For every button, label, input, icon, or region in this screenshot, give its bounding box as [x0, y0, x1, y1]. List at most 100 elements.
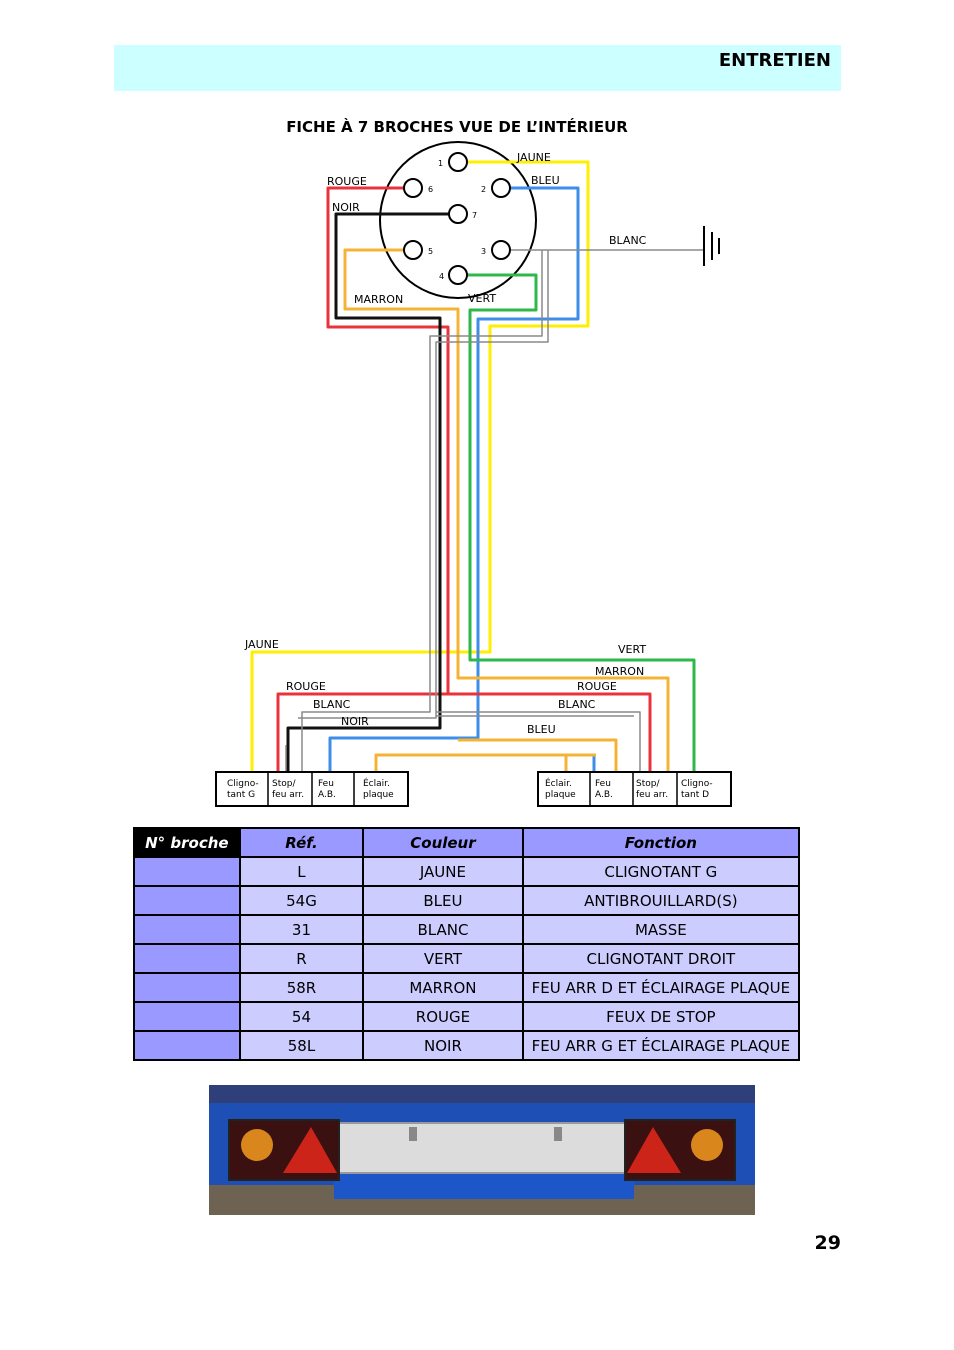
cell-pin — [133, 856, 241, 887]
table-row: L JAUNE CLIGNOTANT G — [133, 856, 801, 887]
right-box-1-line2: plaque — [545, 790, 576, 800]
wire-orange-right — [458, 738, 618, 772]
label-marron-right: MARRON — [595, 665, 644, 678]
cell-pin — [133, 885, 241, 916]
cell-color: NOIR — [362, 1030, 524, 1061]
pin-num-7: 7 — [472, 211, 477, 220]
cell-pin — [133, 943, 241, 974]
header-ref: Réf. — [238, 827, 365, 858]
left-box-3-line2: A.B. — [318, 790, 336, 800]
table-row: 31 BLANC MASSE — [133, 914, 801, 945]
cell-function: ANTIBROUILLARD(S) — [521, 885, 801, 916]
cell-pin — [133, 1001, 241, 1032]
table-row: 58R MARRON FEU ARR D ET ÉCLAIRAGE PLAQUE — [133, 972, 801, 1003]
pin-num-2: 2 — [481, 185, 486, 194]
label-noir-left: NOIR — [341, 715, 369, 728]
pin-2 — [491, 178, 511, 198]
cell-function: CLIGNOTANT G — [521, 856, 801, 887]
left-box-2-line2: feu arr. — [272, 790, 304, 800]
pin-1 — [448, 152, 468, 172]
cell-pin — [133, 914, 241, 945]
right-box-2-line2: A.B. — [595, 790, 613, 800]
wire-orange-left — [374, 753, 478, 772]
wire-green — [458, 273, 696, 772]
table-row: 54 ROUGE FEUX DE STOP — [133, 1001, 801, 1032]
label-bleu-top: BLEU — [531, 174, 560, 187]
right-box-3-line2: feu arr. — [636, 790, 668, 800]
section-title: ENTRETIEN — [718, 50, 831, 71]
left-lamp-boxes: Cligno- tant G Stop/ feu arr. Feu A.B. É… — [215, 771, 409, 807]
wiring-diagram: 1 2 7 6 5 3 4 JAUNE BLEU ROUGE NOIR BLAN… — [215, 141, 732, 807]
pin-6 — [403, 178, 423, 198]
cell-ref: 54 — [238, 1001, 365, 1032]
header-color: Couleur — [362, 827, 524, 858]
cell-ref: 54G — [238, 885, 365, 916]
wire-orange — [343, 248, 670, 772]
plug-circle — [379, 141, 537, 299]
wire-blue — [328, 186, 580, 772]
wire-red-right — [448, 692, 652, 772]
cell-color: JAUNE — [362, 856, 524, 887]
ground-symbol-icon — [703, 226, 720, 266]
cell-function: MASSE — [521, 914, 801, 945]
cell-color: MARRON — [362, 972, 524, 1003]
pin-4 — [448, 265, 468, 285]
label-bleu-right: BLEU — [527, 723, 556, 736]
header-function: Fonction — [521, 827, 801, 858]
wire-red — [276, 186, 450, 772]
header-pin: N° broche — [133, 827, 241, 858]
cell-function: FEU ARR G ET ÉCLAIRAGE PLAQUE — [521, 1030, 801, 1061]
right-box-3-line1: Stop/ — [636, 779, 660, 789]
table-row: R VERT CLIGNOTANT DROIT — [133, 943, 801, 974]
table-header-row: N° broche Réf. Couleur Fonction — [133, 827, 801, 858]
cell-color: BLANC — [362, 914, 524, 945]
left-box-1-line2: tant G — [227, 790, 255, 800]
left-box-4-line1: Éclair. — [363, 777, 390, 789]
label-rouge-right: ROUGE — [577, 680, 617, 693]
right-box-1-line1: Éclair. — [545, 777, 572, 789]
cell-color: ROUGE — [362, 1001, 524, 1032]
table-row: 58L NOIR FEU ARR G ET ÉCLAIRAGE PLAQUE — [133, 1030, 801, 1061]
right-lamp-boxes: Éclair. plaque Feu A.B. Stop/ feu arr. C… — [537, 771, 732, 807]
cell-ref: 58L — [238, 1030, 365, 1061]
cell-function: CLIGNOTANT DROIT — [521, 943, 801, 974]
pin-table: N° broche Réf. Couleur Fonction L JAUNE … — [133, 827, 801, 1061]
cell-ref: R — [238, 943, 365, 974]
wire-yellow — [250, 160, 590, 772]
label-blanc-top: BLANC — [609, 234, 647, 247]
cell-ref: 31 — [238, 914, 365, 945]
page-number: 29 — [814, 1232, 841, 1254]
trailer-lights-photo — [209, 1085, 755, 1215]
pin-num-4: 4 — [439, 272, 444, 281]
diagram-title: FICHE À 7 BROCHES VUE DE L’INTÉRIEUR — [0, 118, 954, 136]
left-box-1-line1: Cligno- — [227, 779, 259, 789]
wire-white-right — [436, 711, 641, 772]
label-blanc-right: BLANC — [558, 698, 596, 711]
left-box-3-line1: Feu — [318, 779, 334, 789]
table-row: 54G BLEU ANTIBROUILLARD(S) — [133, 885, 801, 916]
cell-pin — [133, 1030, 241, 1061]
right-box-2-line1: Feu — [595, 779, 611, 789]
cell-function: FEU ARR D ET ÉCLAIRAGE PLAQUE — [521, 972, 801, 1003]
label-vert-top: VERT — [468, 292, 496, 305]
wire-black — [286, 212, 450, 772]
label-rouge-top: ROUGE — [327, 175, 367, 188]
left-box-2-line1: Stop/ — [272, 779, 296, 789]
cell-color: VERT — [362, 943, 524, 974]
cell-function: FEUX DE STOP — [521, 1001, 801, 1032]
right-box-4-line2: tant D — [681, 790, 709, 800]
wire-white-2 — [301, 250, 543, 772]
cell-ref: L — [238, 856, 365, 887]
pin-5 — [403, 240, 423, 260]
pin-3 — [491, 240, 511, 260]
right-box-4-line1: Cligno- — [681, 779, 713, 789]
cell-ref: 58R — [238, 972, 365, 1003]
label-marron-top: MARRON — [354, 293, 403, 306]
left-box-4-line2: plaque — [363, 790, 394, 800]
pin-num-5: 5 — [428, 247, 433, 256]
pin-num-6: 6 — [428, 185, 433, 194]
label-jaune-top: JAUNE — [516, 151, 551, 164]
pin-7 — [448, 204, 468, 224]
wire-white-3 — [298, 250, 549, 719]
cell-color: BLEU — [362, 885, 524, 916]
